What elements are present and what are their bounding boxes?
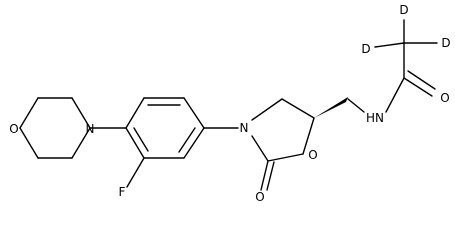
- stereo-wedge-bond: [314, 97, 348, 118]
- bond: [125, 127, 145, 159]
- bond: [266, 161, 275, 191]
- bond: [302, 117, 315, 155]
- bond: [71, 127, 91, 159]
- morpholine-nitrogen-label: N: [86, 122, 95, 136]
- amide-nitrogen-label: HN: [366, 111, 384, 125]
- bond: [267, 153, 304, 162]
- bond: [178, 127, 196, 153]
- morpholine-oxygen-label: O: [9, 122, 18, 136]
- deuterium-left-label: D: [361, 42, 370, 56]
- bond: [260, 160, 269, 191]
- bond: [374, 42, 405, 48]
- molecule-structure-diagram: O N F N O O HN O D D D: [9, 3, 451, 204]
- deuterium-right-label: D: [441, 36, 450, 50]
- oxazolidinone-nitrogen-label: N: [240, 121, 249, 135]
- bond: [125, 97, 145, 129]
- structure-svg: O N F N O O HN O D D D: [9, 3, 450, 204]
- deuterium-top-label: D: [399, 3, 408, 17]
- ring-oxygen-label: O: [308, 148, 317, 162]
- fluorine-label: F: [119, 185, 126, 199]
- bond: [19, 97, 39, 129]
- bond: [183, 97, 205, 129]
- bond: [385, 77, 405, 113]
- bond: [126, 157, 145, 188]
- bond: [183, 127, 205, 159]
- amide-oxygen-label: O: [440, 91, 449, 105]
- bond: [347, 98, 365, 113]
- bond: [19, 127, 39, 159]
- bond: [251, 135, 269, 162]
- bond: [133, 127, 149, 152]
- bond: [281, 98, 315, 119]
- bond: [407, 70, 436, 90]
- bond: [71, 97, 91, 129]
- carbonyl-oxygen-label: O: [255, 190, 264, 204]
- bond: [403, 77, 433, 97]
- bond: [251, 98, 283, 121]
